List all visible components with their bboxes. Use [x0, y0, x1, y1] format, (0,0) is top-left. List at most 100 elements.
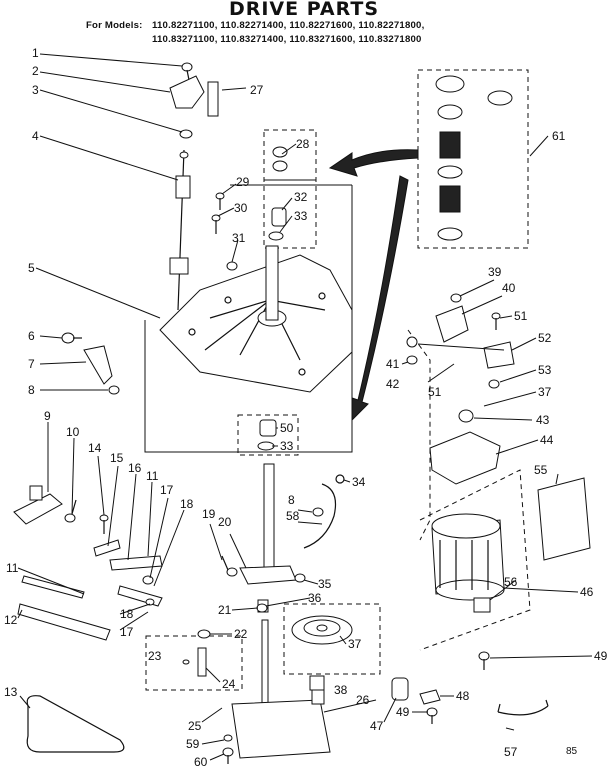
callout-60: 60	[194, 755, 208, 768]
callout-15: 15	[110, 451, 124, 465]
motor-part-46	[431, 513, 505, 601]
callout-34: 34	[352, 475, 366, 489]
callout-25: 25	[188, 719, 202, 733]
nut-part-28	[272, 146, 288, 158]
arrow-bearings-to-base	[328, 149, 419, 177]
callout-36: 36	[308, 591, 322, 605]
callout-52: 52	[538, 331, 552, 345]
hardware-box-23-24	[145, 635, 243, 691]
callout-46: 46	[580, 585, 594, 599]
callout-37-upper: 37	[538, 385, 552, 399]
nut-part-35	[294, 573, 306, 583]
callout-59: 59	[186, 737, 200, 751]
lever-part-11-left	[21, 575, 85, 599]
callout-48: 48	[456, 689, 470, 703]
motor-assembly-box	[407, 329, 431, 541]
callout-14: 14	[88, 441, 102, 455]
pin-part-24	[182, 647, 207, 677]
bushing-part-47	[391, 677, 409, 701]
callout-21: 21	[218, 603, 232, 617]
callout-7: 7	[28, 357, 35, 371]
clip-part-34	[335, 474, 345, 484]
washer-part-21	[256, 603, 268, 613]
bearing-kit-part-61	[435, 75, 513, 241]
callout-9: 9	[44, 409, 51, 423]
spacer-part-32	[271, 207, 287, 227]
callout-18-upper: 18	[180, 497, 194, 511]
callout-22: 22	[234, 627, 248, 641]
callout-13: 13	[4, 685, 18, 699]
nut-part-41	[406, 336, 418, 348]
callout-27: 27	[250, 83, 264, 97]
callout-5: 5	[28, 261, 35, 275]
strip-part-27	[207, 81, 219, 117]
callout-33-lower: 33	[280, 439, 294, 453]
callout-29: 29	[236, 175, 250, 189]
callout-41: 41	[386, 357, 400, 371]
nut-part-48	[419, 689, 441, 705]
callout-61: 61	[552, 129, 566, 143]
screw-part-19	[221, 555, 238, 577]
clip-part-15	[93, 539, 121, 557]
rod-part-4	[169, 149, 191, 311]
washer-part-42	[406, 355, 418, 365]
callout-19: 19	[202, 507, 216, 521]
bracket-part-2	[169, 75, 205, 109]
callout-8-left: 8	[28, 383, 35, 397]
page-title: DRIVE PARTS	[228, 0, 380, 20]
callout-2: 2	[32, 64, 39, 78]
gear-case	[231, 689, 331, 759]
washer-part-33-top	[268, 231, 284, 241]
callout-26: 26	[356, 693, 370, 707]
switch-part-9	[13, 485, 63, 525]
page-header: DRIVE PARTS For Models: 110.82271100, 11…	[0, 0, 608, 52]
lever-part-12	[17, 603, 111, 641]
arrow-bearings-to-box	[351, 175, 409, 422]
corner-code: 85	[566, 746, 578, 757]
callout-20: 20	[218, 515, 232, 529]
screw-part-10	[64, 499, 77, 523]
callout-49-left: 49	[396, 705, 410, 719]
callout-55: 55	[534, 463, 548, 477]
callout-labels: 1 2 3 4 5 6 7 8 9 10 14 15 16 11 17 18 1…	[4, 46, 608, 768]
screw-part-14	[99, 514, 109, 534]
pulley-box	[283, 603, 381, 675]
callout-40: 40	[502, 281, 516, 295]
bolt-part-6	[61, 332, 82, 344]
callout-39: 39	[488, 265, 502, 279]
callout-50: 50	[280, 421, 294, 435]
callout-11-upper: 11	[146, 469, 159, 483]
callout-6: 6	[28, 329, 35, 343]
capacitor-part-56	[473, 597, 491, 613]
bolt-part-49-left	[426, 707, 438, 724]
screw-part-51	[491, 312, 501, 330]
callout-28: 28	[296, 137, 310, 151]
callout-42: 42	[386, 377, 400, 391]
callout-18-lower: 18	[120, 607, 134, 621]
cover-part-55	[537, 477, 591, 561]
screw-part-18	[145, 598, 155, 606]
shaft-assembly	[239, 463, 297, 711]
callout-12: 12	[4, 613, 18, 627]
callout-43: 43	[536, 413, 550, 427]
callout-1: 1	[32, 46, 39, 60]
bolt-part-49-right	[478, 651, 490, 670]
hardware-box-28-33	[263, 129, 317, 249]
leader-lines	[17, 53, 593, 761]
clamp-part-57	[497, 699, 549, 716]
callout-47: 47	[370, 719, 384, 733]
bracket-part-52	[483, 341, 515, 369]
callout-16: 16	[128, 461, 142, 475]
hose-part-58	[303, 483, 337, 549]
callout-33-upper: 33	[294, 209, 308, 223]
base-assembly-box	[144, 184, 353, 453]
callout-57: 57	[504, 745, 518, 759]
models-prefix: For Models:	[86, 20, 143, 31]
bearing-kit-box	[417, 69, 529, 249]
callout-37-lower: 37	[348, 637, 362, 651]
callout-31: 31	[232, 231, 246, 245]
nut-part-39	[450, 293, 462, 303]
callout-8-right: 8	[288, 493, 295, 507]
callout-38: 38	[334, 683, 348, 697]
callout-11-lower: 11	[6, 561, 19, 575]
